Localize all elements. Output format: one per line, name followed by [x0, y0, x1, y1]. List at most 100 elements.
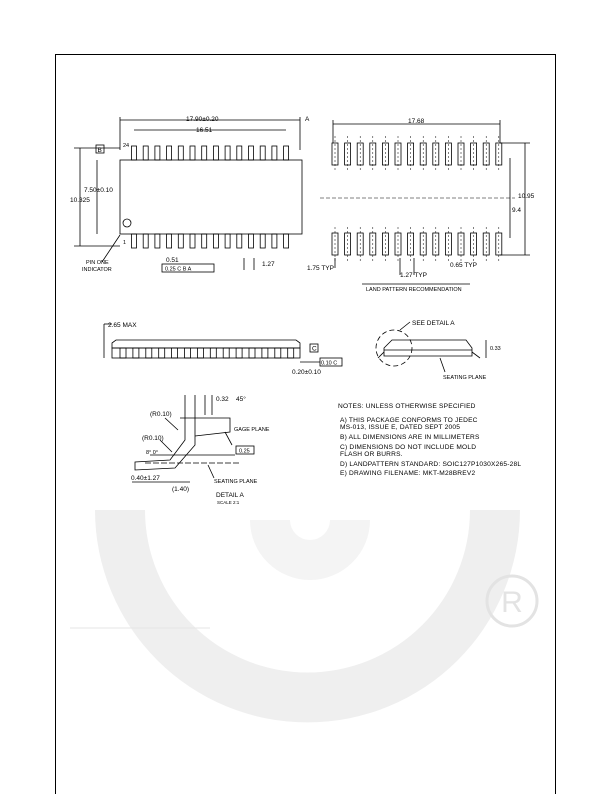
- dim-total-length: 17.90±0.20: [186, 116, 219, 123]
- side-lead: [235, 347, 243, 359]
- indicator-label: INDICATOR: [82, 267, 112, 273]
- datum-c-label: C: [312, 346, 317, 353]
- lead-upper: [166, 145, 173, 161]
- end-view: [375, 321, 487, 373]
- lead-upper: [271, 145, 278, 161]
- detail-angle: 45°: [236, 395, 246, 403]
- note-item: FLASH OR BURRS.: [340, 451, 403, 458]
- land-pads-lower: [331, 227, 503, 262]
- detail-angle-range: 8° 0°: [146, 450, 158, 456]
- land-pads-upper: [331, 136, 503, 171]
- note-item: A) THIS PACKAGE CONFORMS TO JEDEC: [340, 417, 478, 424]
- package-body: [119, 159, 303, 235]
- detail-dim-lead-thk: 0.32: [216, 396, 229, 403]
- lead-upper: [189, 145, 196, 161]
- land-pattern-view: [320, 120, 530, 285]
- lead-lower: [166, 233, 173, 249]
- pin-one-dot: [122, 218, 132, 228]
- land-dim-width: 10.95: [518, 193, 535, 200]
- lead-upper: [212, 145, 219, 161]
- detail-radius-2: (R0.10): [142, 435, 164, 442]
- lead-upper: [236, 145, 243, 161]
- lead-lower: [142, 233, 149, 249]
- pin-24-label: 24: [123, 143, 129, 149]
- detail-radius-1: (R0.10): [150, 411, 172, 418]
- side-lead: [261, 347, 269, 359]
- notes-list: A) THIS PACKAGE CONFORMS TO JEDEC MS-013…: [340, 417, 521, 477]
- note-item: B) ALL DIMENSIONS ARE IN MILLIMETERS: [340, 434, 480, 441]
- pin-1-label: 1: [123, 240, 126, 246]
- side-lead: [222, 347, 230, 359]
- lead-upper: [224, 145, 231, 161]
- dim-pin-width: 0.51: [166, 257, 179, 264]
- lead-lower: [201, 233, 208, 249]
- lead-lower: [154, 233, 161, 249]
- lead-lower: [236, 233, 243, 249]
- detail-foot-ref: (1.40): [172, 486, 189, 493]
- detail-title: DETAIL A: [216, 492, 244, 499]
- side-lead: [287, 347, 295, 359]
- side-view-leads: [119, 347, 295, 359]
- end-seating-plane: SEATING PLANE: [443, 375, 487, 381]
- tolerance-frame: 0.25 C B A: [165, 267, 192, 273]
- top-leads-lower: [131, 233, 290, 249]
- lead-upper: [283, 145, 290, 161]
- side-view: [103, 323, 343, 367]
- land-dim-inner: 9.4: [512, 207, 521, 214]
- lead-lower: [212, 233, 219, 249]
- land-caption: LAND PATTERN RECOMMENDATION: [366, 287, 462, 293]
- lead-lower: [131, 233, 137, 249]
- side-lead: [171, 347, 179, 359]
- side-lead: [145, 347, 153, 359]
- note-item: C) DIMENSIONS DO NOT INCLUDE MOLD: [340, 444, 476, 451]
- lead-lower: [189, 233, 196, 249]
- side-lead: [132, 347, 140, 359]
- notes-heading: NOTES: UNLESS OTHERWISE SPECIFIED: [338, 403, 476, 410]
- lead-upper: [154, 145, 161, 161]
- datum-b-label: B: [98, 147, 102, 154]
- watermark: R: [70, 510, 539, 723]
- end-dim-lead: 0.33: [490, 346, 501, 352]
- registered-circle: [485, 574, 539, 628]
- lead-upper: [201, 145, 208, 161]
- datum-a-label: A: [305, 116, 310, 123]
- lead-upper: [142, 145, 149, 161]
- lead-lower: [224, 233, 231, 249]
- lead-upper: [259, 145, 266, 161]
- side-lead: [196, 347, 204, 359]
- top-leads-upper: [131, 145, 290, 161]
- note-item: E) DRAWING FILENAME: MKT-M28BREV2: [340, 470, 475, 477]
- side-lead: [158, 347, 166, 359]
- dim-total-width: 10.325: [70, 197, 90, 204]
- gage-dim: 0.25: [239, 449, 250, 455]
- side-lead: [209, 347, 217, 359]
- lead-lower: [259, 233, 266, 249]
- side-lead: [274, 347, 282, 359]
- lead-lower: [177, 233, 184, 249]
- side-dim-standoff: 0.20±0.10: [292, 369, 321, 376]
- dim-pin-span: 16.51: [196, 127, 213, 134]
- detail-a-view: [132, 395, 255, 483]
- detail-scale: SCALE 2:1: [217, 500, 240, 505]
- page-border: [55, 54, 556, 794]
- see-detail-a: SEE DETAIL A: [412, 320, 455, 327]
- coplanarity: 0.10 C: [321, 361, 337, 367]
- note-item: D) LANDPATTERN STANDARD: SOIC127P1030X26…: [340, 461, 521, 468]
- detail-foot-length: 0.40±1.27: [131, 475, 160, 482]
- side-lead: [119, 347, 127, 359]
- gage-plane-label: GAGE PLANE: [234, 427, 270, 433]
- land-dim-pad-width: 0.65 TYP: [450, 262, 477, 269]
- land-dim-pad-length: 1.75 TYP: [307, 265, 334, 272]
- lead-upper: [177, 145, 184, 161]
- dim-pitch: 1.27: [262, 261, 275, 268]
- detail-seating-plane: SEATING PLANE: [214, 479, 258, 485]
- lead-upper: [131, 145, 137, 161]
- dim-body-width: 7.50±0.10: [84, 187, 113, 194]
- pin-one-label: PIN ONE: [86, 260, 109, 266]
- lead-lower: [271, 233, 278, 249]
- registered-mark: R: [501, 586, 523, 619]
- lead-lower: [248, 233, 254, 249]
- side-lead: [248, 347, 256, 359]
- side-lead: [184, 347, 191, 359]
